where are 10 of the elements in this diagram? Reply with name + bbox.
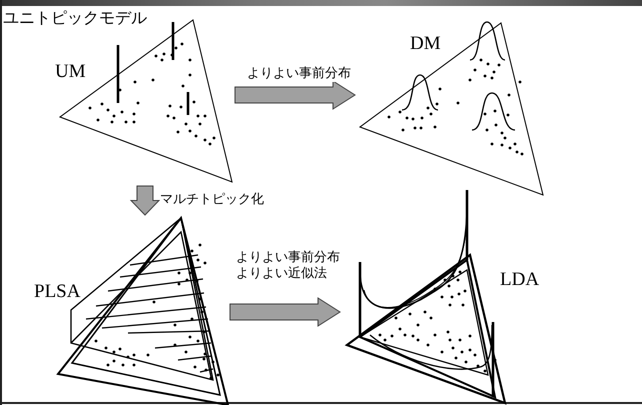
model-label: PLSA [34, 282, 80, 302]
model-label: UM [55, 62, 86, 82]
edge-label: よりよい事前分布 [247, 66, 351, 82]
model-label: DM [410, 34, 441, 54]
edge-label: マルチトピック化 [160, 192, 264, 208]
block-arrow [234, 80, 356, 110]
block-arrow [230, 297, 341, 327]
block-arrow [130, 186, 160, 216]
model-label: LDA [500, 270, 540, 290]
slide-title: ユニトピックモデル [3, 9, 147, 27]
